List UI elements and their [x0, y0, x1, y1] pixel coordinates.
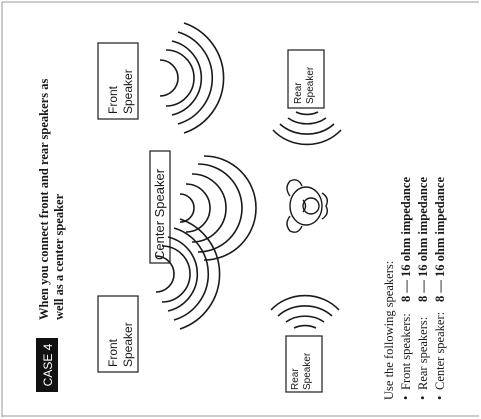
front-left-speaker-label-2: Speaker: [121, 322, 135, 367]
requirement-bullet: •: [433, 396, 447, 400]
heading: When you connect front and rear speakers…: [37, 79, 66, 320]
requirement-bullet: •: [416, 396, 430, 400]
rear-left-speaker-label-1: Rear: [290, 368, 301, 390]
rear-left-sound-waves-icon: [271, 296, 339, 328]
requirement-center-label: Center speaker:: [433, 312, 447, 390]
front-right-speaker-label-2: Speaker: [121, 69, 135, 114]
case-badge: CASE 4: [36, 338, 58, 392]
case-badge-label: CASE 4: [41, 343, 55, 386]
center-sound-waves-icon: [180, 156, 256, 260]
requirement-center: • Center speaker: 8 — 16 ohm impedance: [433, 177, 447, 400]
rear-right-speaker: Rear Speaker: [273, 50, 341, 144]
requirement-center-value: 8 — 16 ohm impedance: [433, 177, 447, 302]
listener-icon: [287, 180, 327, 232]
rear-right-sound-waves-icon: [273, 112, 341, 144]
front-right-speaker: Front Speaker: [98, 23, 224, 133]
requirement-front-label: Front speakers:: [399, 313, 413, 390]
rear-right-speaker-label-1: Rear: [293, 82, 304, 104]
requirement-rear-label: Rear speakers:: [416, 317, 430, 390]
heading-line-1: When you connect front and rear speakers…: [37, 79, 51, 320]
front-right-sound-waves-icon: [160, 23, 224, 133]
requirements-block: Use the following speakers: • Front spea…: [382, 177, 447, 400]
rear-right-speaker-label-2: Speaker: [305, 66, 316, 104]
requirement-front-value: 8 — 16 ohm impedance: [399, 177, 413, 302]
requirement-bullet: •: [399, 396, 413, 400]
front-left-speaker-label-1: Front: [106, 338, 120, 367]
heading-line-2: well as a center speaker: [52, 193, 66, 320]
requirements-intro: Use the following speakers:: [382, 261, 396, 400]
rear-left-speaker: Rear Speaker: [271, 296, 339, 392]
requirement-rear: • Rear speakers: 8 — 16 ohm impedance: [416, 177, 430, 400]
front-right-speaker-label-1: Front: [106, 85, 120, 114]
requirement-rear-value: 8 — 16 ohm impedance: [416, 177, 430, 302]
requirement-front: • Front speakers: 8 — 16 ohm impedance: [399, 177, 413, 400]
rear-left-speaker-label-2: Speaker: [302, 352, 313, 390]
